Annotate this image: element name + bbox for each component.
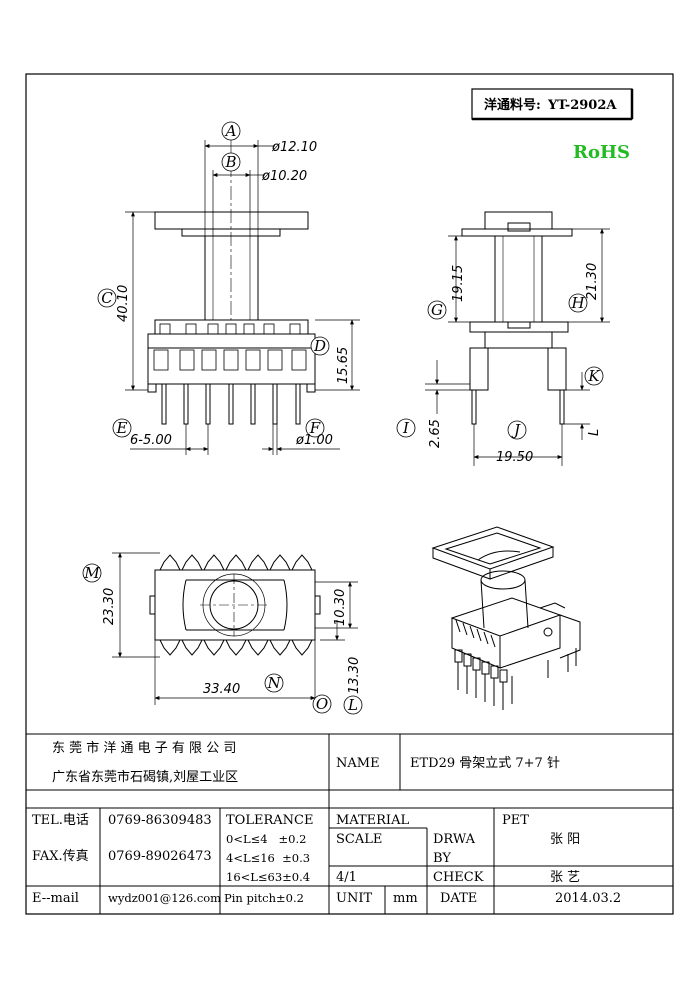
scale-label: SCALE — [336, 832, 382, 847]
dim-l-letter: L — [587, 429, 602, 436]
side-view-dimensions — [425, 228, 610, 466]
bubble-c: C — [101, 289, 113, 307]
title-block: 东 莞 市 洋 通 电 子 有 限 公 司 广东省东莞市石碣镇,刘屋工业区 NA… — [32, 740, 621, 906]
bubble-o: O — [316, 695, 328, 713]
fax-value: 0769-89026473 — [108, 849, 212, 864]
dim-o-value: 10.30 — [333, 589, 348, 626]
bottom-view-dimensions — [112, 552, 358, 705]
side-view-bubbles — [396, 293, 604, 440]
bottom-view-bubbles — [82, 563, 363, 715]
tolerance-label: TOLERANCE — [226, 813, 313, 828]
scale-value: 4/1 — [336, 870, 357, 885]
bubble-n: N — [266, 674, 281, 692]
title-block-grid — [26, 733, 673, 914]
bubble-m: M — [83, 564, 100, 582]
tolerance-range-1: 0<L≤4 ±0.2 — [226, 832, 306, 846]
drawn-by-value: 张 阳 — [550, 832, 580, 847]
check-label: CHECK — [433, 870, 484, 885]
drawn-by-label-2: BY — [433, 851, 451, 866]
tel-value: 0769-86309483 — [108, 813, 212, 828]
company-name: 东 莞 市 洋 通 电 子 有 限 公 司 — [52, 740, 236, 756]
bubble-k: K — [587, 367, 600, 385]
dim-l2-value: 13.30 — [347, 657, 362, 694]
dim-a-value: ø12.10 — [271, 140, 317, 155]
date-value: 2014.03.2 — [555, 891, 621, 906]
date-label: DATE — [440, 891, 477, 906]
dim-f-value: ø1.00 — [295, 433, 333, 448]
bottom-view — [149, 554, 321, 656]
email-label: E--mail — [32, 891, 79, 906]
company-address: 广东省东莞市石碣镇,刘屋工业区 — [52, 769, 238, 785]
rohs-label: RoHS — [573, 142, 630, 163]
front-view-dimensions — [125, 140, 360, 455]
unit-value: mm — [393, 891, 418, 906]
name-label: NAME — [336, 756, 380, 771]
side-view — [461, 211, 573, 425]
bubble-d: D — [313, 337, 326, 355]
fax-label: FAX.传真 — [32, 849, 89, 864]
material-label: MATERIAL — [336, 813, 409, 828]
bubble-a: A — [224, 122, 237, 140]
dim-j-value: 19.50 — [496, 450, 533, 465]
bubble-h: H — [570, 294, 585, 312]
tolerance-range-3: 16<L≤63±0.4 — [226, 870, 310, 884]
bubble-l2: L — [347, 696, 358, 714]
bubble-b: B — [224, 153, 236, 171]
material-value: PET — [502, 813, 529, 828]
tel-label: TEL.电话 — [32, 813, 89, 828]
tolerance-pin-pitch: Pin pitch±0.2 — [224, 891, 304, 905]
bubble-g: G — [431, 301, 443, 319]
isometric-view — [431, 526, 581, 710]
sheet-border — [25, 73, 674, 915]
dim-i-value: 2.65 — [428, 419, 443, 448]
tolerance-range-2: 4<L≤16 ±0.3 — [226, 851, 310, 865]
part-number-code: YT-2902A — [547, 98, 617, 113]
unit-label: UNIT — [336, 891, 372, 906]
dim-b-value: ø10.20 — [261, 169, 307, 184]
email-value: wydz001@126.com — [108, 891, 221, 905]
dim-g-value: 19.15 — [451, 265, 466, 302]
bubble-i: I — [402, 419, 410, 437]
part-number-box: 洋通料号: YT-2902A — [471, 88, 634, 121]
bubble-e: E — [116, 419, 128, 437]
dim-n-value: 33.40 — [203, 682, 240, 697]
bubble-f: F — [309, 419, 321, 437]
part-number-prefix: 洋通料号: — [484, 97, 541, 113]
bubble-j: J — [511, 421, 521, 439]
dim-h-value: 21.30 — [585, 263, 600, 300]
name-value: ETD29 骨架立式 7+7 针 — [410, 756, 560, 771]
dim-d-value: 15.65 — [336, 347, 351, 384]
drawn-by-label-1: DRWA — [433, 832, 476, 847]
dim-e-value: 6-5.00 — [130, 433, 172, 448]
front-view-bubbles — [97, 121, 330, 438]
dim-c-value: 40.10 — [116, 285, 131, 322]
check-value: 张 艺 — [550, 870, 580, 885]
dim-m-value: 23.30 — [102, 588, 117, 625]
